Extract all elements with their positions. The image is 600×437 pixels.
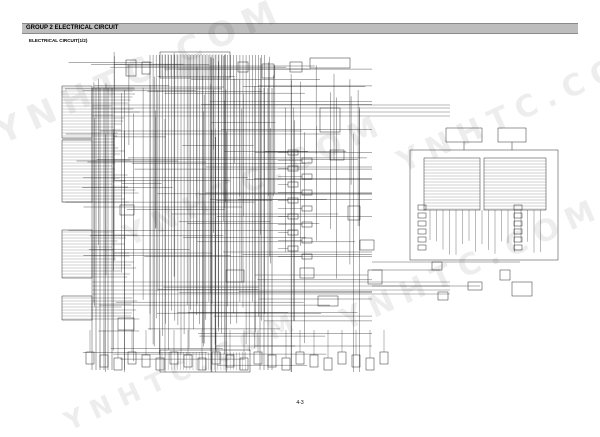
controller-panel-frame (409, 149, 559, 261)
bottom-connector (351, 354, 361, 368)
bottom-connector (225, 354, 235, 368)
bottom-connector (253, 351, 263, 365)
bottom-connector (211, 351, 221, 365)
bottom-connector (281, 357, 291, 371)
relay (287, 197, 299, 204)
relay (301, 237, 313, 244)
connector (141, 61, 151, 75)
diagram-subtitle: ELECTRICAL CIRCUIT(1/2) (29, 38, 88, 43)
accessory (511, 281, 533, 297)
header-title: GROUP 2 ELECTRICAL CIRCUIT (26, 25, 119, 31)
switch (117, 317, 135, 331)
panel-relay (513, 204, 523, 211)
panel-relay (513, 244, 523, 251)
connector (319, 107, 341, 133)
connector (289, 61, 303, 73)
relay (287, 245, 299, 252)
panel-relay (513, 220, 523, 227)
electrical-circuit-diagram (61, 51, 559, 373)
sensor (367, 269, 383, 285)
panel-relay (513, 228, 523, 235)
connector (237, 61, 249, 73)
sensor (329, 149, 345, 161)
bottom-connector (267, 354, 277, 368)
bottom-connector (379, 351, 389, 365)
bottom-connector (85, 351, 95, 365)
panel-relay (417, 220, 427, 227)
panel-relay (417, 244, 427, 251)
relay (287, 213, 299, 220)
bottom-connector (309, 354, 319, 368)
bottom-connector (113, 357, 123, 371)
header-bar: GROUP 2 ELECTRICAL CIRCUIT (22, 23, 578, 34)
bottom-connector (295, 351, 305, 365)
bottom-connector (127, 351, 137, 365)
switch (317, 295, 339, 307)
panel-relay (417, 236, 427, 243)
connector-block (61, 295, 93, 321)
bottom-connector (323, 357, 333, 371)
bottom-connector (99, 354, 109, 368)
wire-layer (65, 51, 520, 372)
panel-relay (417, 204, 427, 211)
bottom-connector (169, 351, 179, 365)
bottom-connector (365, 357, 375, 371)
relay (301, 221, 313, 228)
panel-header-left (445, 127, 483, 143)
relay (287, 165, 299, 172)
connector-block (61, 229, 93, 279)
relay (301, 189, 313, 196)
relay (301, 157, 313, 164)
controller-connector-a (423, 157, 481, 211)
switch (119, 204, 135, 216)
bottom-connector (197, 357, 207, 371)
bottom-connector (337, 351, 347, 365)
relay (301, 205, 313, 212)
accessory (499, 269, 511, 281)
switch (225, 269, 245, 283)
connector (261, 63, 275, 79)
switch (299, 267, 315, 279)
bottom-connector (183, 354, 193, 368)
sensor (359, 239, 375, 251)
page-number: 4-3 (296, 400, 304, 406)
bottom-connector (141, 354, 151, 368)
relay (287, 229, 299, 236)
accessory (437, 291, 449, 301)
relay (287, 181, 299, 188)
fuse-block (159, 51, 231, 79)
panel-relay (417, 212, 427, 219)
relay (287, 149, 299, 156)
connector (309, 57, 351, 69)
accessory (431, 261, 443, 271)
connector-block (61, 139, 93, 203)
controller-panel (409, 127, 559, 261)
controller-connector-b (483, 157, 547, 211)
connector (125, 59, 137, 77)
accessory (467, 281, 483, 291)
panel-relay (513, 236, 523, 243)
bottom-connector (239, 357, 249, 371)
panel-relay (513, 212, 523, 219)
controller-unit (159, 349, 251, 373)
sensor (347, 205, 361, 221)
component-layer (61, 51, 533, 373)
panel-relay (417, 228, 427, 235)
panel-header-right (497, 127, 527, 143)
relay (301, 173, 313, 180)
relay (301, 253, 313, 260)
